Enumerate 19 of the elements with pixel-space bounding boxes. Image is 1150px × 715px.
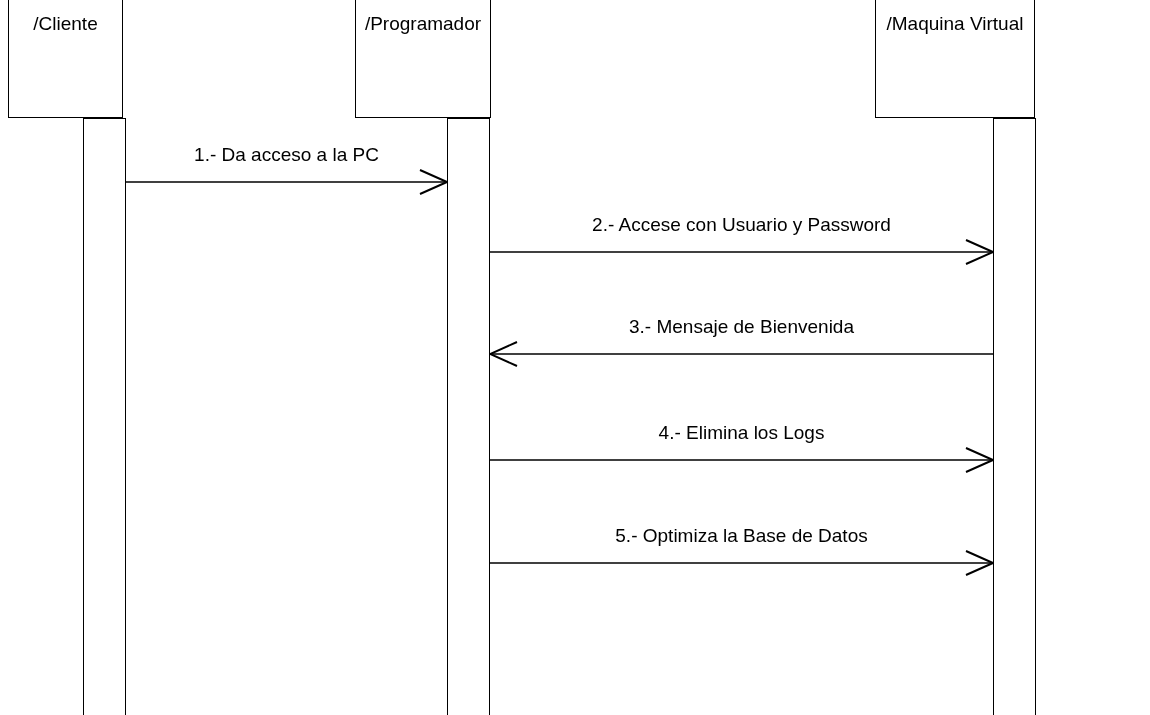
participant-box [875, 0, 1035, 118]
message-label: 1.- Da acceso a la PC [194, 144, 379, 166]
message-arrow [489, 239, 994, 265]
message-label: 4.- Elimina los Logs [658, 422, 825, 444]
message-arrow [125, 169, 448, 195]
activation-bar [83, 118, 126, 715]
message-label: 2.- Accese con Usuario y Password [592, 214, 891, 236]
participant-name: /Programador [363, 13, 483, 35]
participant-box [8, 0, 123, 118]
participant-name: /Cliente [32, 13, 99, 35]
activation-bar [447, 118, 490, 715]
message-arrow [489, 341, 994, 367]
participant-box [355, 0, 491, 118]
activation-bar [993, 118, 1036, 715]
participant-name: /Maquina Virtual [885, 13, 1025, 35]
message-arrow [489, 447, 994, 473]
message-arrow [489, 550, 994, 576]
message-label: 5.- Optimiza la Base de Datos [615, 525, 868, 547]
message-label: 3.- Mensaje de Bienvenida [629, 316, 854, 338]
